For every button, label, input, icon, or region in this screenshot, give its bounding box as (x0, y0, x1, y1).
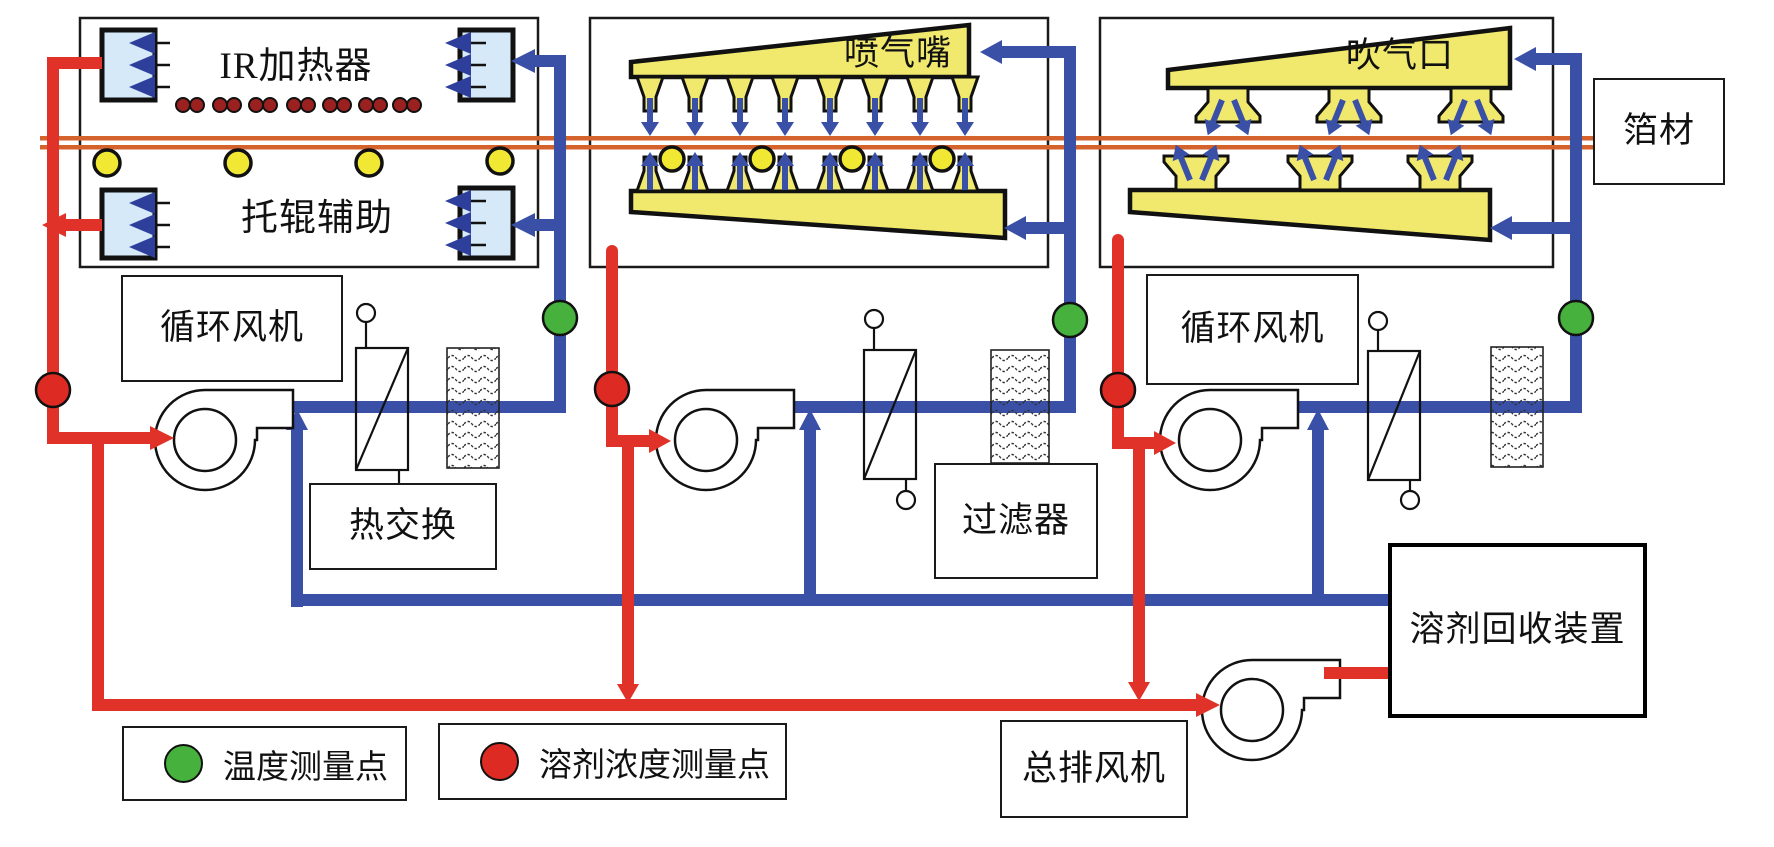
red-exhaust-pipes (47, 57, 1392, 711)
foil-label-box: 箔材 (1593, 78, 1725, 185)
circulation-fan-1-label-box: 循环风机 (121, 275, 343, 382)
jet-zone-internals (628, 22, 1008, 241)
roller-assist-label: 托辊辅助 (241, 197, 393, 239)
temperature-point-1-icon (541, 299, 579, 337)
filter-3 (1490, 346, 1544, 468)
circulation-fan-1-symbol (153, 388, 295, 492)
circulation-fan-3-symbol (1158, 388, 1300, 492)
blow-upper-duct (1165, 25, 1513, 91)
filter-label-box: 过滤器 (934, 463, 1098, 579)
ir-zone-rollers (92, 146, 515, 178)
legend-solvent-label: 溶剂浓度测量点 (539, 747, 770, 784)
jet-zone-rollers (658, 145, 956, 173)
temperature-point-2-icon (1051, 301, 1089, 339)
main-exhaust-fan-label-box: 总排风机 (1000, 720, 1188, 818)
heat-exchanger-symbols (354, 302, 1422, 511)
solvent-point-1-icon (34, 371, 72, 409)
blow-port-label: 吹气口 (1345, 35, 1454, 75)
filter-1 (446, 347, 500, 469)
temperature-point-icon (164, 744, 203, 783)
filter-symbols (446, 346, 1544, 469)
legend-temperature: 温度测量点 (122, 726, 407, 801)
foil-web-line (40, 136, 1593, 150)
heat-exchanger-2 (862, 308, 918, 511)
circulation-fan-2-symbol (654, 388, 796, 492)
temperature-point-3-icon (1557, 299, 1595, 337)
heat-exchanger-label-box: 热交换 (309, 483, 497, 570)
legend-temperature-label: 温度测量点 (223, 749, 388, 786)
ir-heater-label: IR加热器 (219, 46, 373, 88)
blow-lower-duct (1127, 187, 1493, 243)
solvent-point-2-icon (593, 370, 631, 408)
heat-exchanger-1 (354, 302, 410, 483)
solvent-point-icon (480, 742, 519, 781)
circulation-fan-3-label-box: 循环风机 (1146, 274, 1359, 385)
solvent-recovery-box: 溶剂回收装置 (1388, 543, 1647, 718)
ir-zone-internals (92, 27, 516, 261)
jet-nozzle-label: 喷气嘴 (843, 33, 952, 73)
measurement-points (34, 299, 1595, 409)
blow-zone-internals (1127, 25, 1513, 243)
filter-2 (990, 349, 1050, 464)
solvent-point-3-icon (1099, 371, 1137, 409)
legend-solvent: 溶剂浓度测量点 (438, 723, 787, 800)
heat-exchanger-3 (1366, 310, 1422, 511)
blue-supply-pipes (283, 46, 1582, 607)
main-exhaust-fan-symbol (1200, 658, 1342, 762)
